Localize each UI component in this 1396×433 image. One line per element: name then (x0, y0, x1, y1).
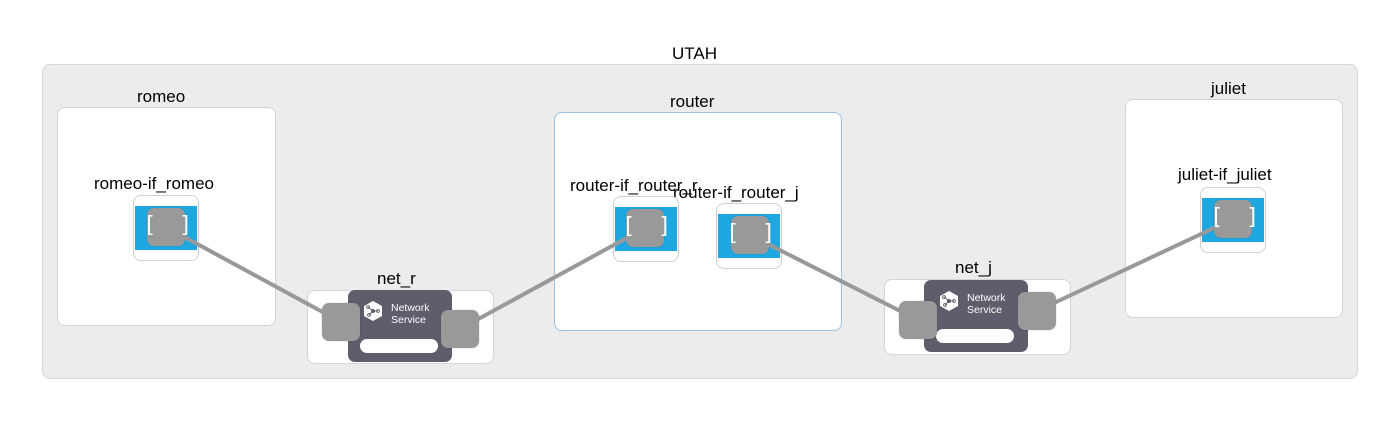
interface-label-romeo: romeo-if_romeo (94, 174, 214, 193)
bracket-right-icon: ] (658, 214, 672, 239)
node-label-router: router (670, 92, 715, 111)
link-net-j-juliet[interactable] (1036, 217, 1234, 313)
bracket-left-icon: [ (143, 213, 157, 238)
network-label-net-j: net_j (955, 258, 992, 277)
network-service-label-2: Service (967, 304, 1003, 316)
network-service-label-2: Service (391, 314, 427, 326)
bracket-right-icon: ] (179, 213, 193, 238)
network-service-net-j[interactable]: Network Service (924, 280, 1028, 352)
bracket-left-icon: [ (726, 221, 740, 246)
bracket-left-icon: [ (1210, 205, 1224, 230)
site-label: UTAH (672, 44, 718, 63)
bracket-left-icon: [ (622, 214, 636, 239)
node-label-romeo: romeo (137, 87, 186, 106)
network-service-bar (360, 339, 438, 353)
network-service-bar (936, 329, 1014, 343)
node-router[interactable] (554, 112, 842, 331)
interface-romeo[interactable] (133, 195, 199, 261)
link-net-r-router[interactable] (459, 226, 646, 331)
interface-label-router-j: router-if_router_j (673, 183, 799, 202)
interface-label-juliet: juliet-if_juliet (1178, 165, 1272, 184)
port-router-r[interactable] (626, 209, 664, 247)
port-juliet[interactable] (1214, 200, 1252, 238)
network-service-net-r[interactable]: Network Service (348, 290, 452, 362)
network-service-icon (940, 291, 958, 311)
port-net-j-left[interactable] (899, 301, 937, 339)
port-net-j-right[interactable] (1018, 292, 1056, 330)
network-label-net-r: net_r (377, 269, 416, 288)
bracket-right-icon: ] (1246, 205, 1260, 230)
network-service-label-1: Network (967, 292, 1006, 304)
network-service-label-1: Network (391, 302, 430, 314)
link-romeo-net-r[interactable] (165, 225, 342, 324)
interface-label-router-r: router-if_router_r (570, 176, 698, 195)
port-romeo[interactable] (147, 208, 185, 246)
port-router-j[interactable] (731, 216, 769, 254)
bracket-right-icon: ] (762, 221, 776, 246)
link-router-net-j[interactable] (749, 233, 919, 322)
network-service-icon (364, 301, 382, 321)
node-label-juliet: juliet (1211, 79, 1246, 98)
port-net-r-right[interactable] (441, 310, 479, 348)
port-net-r-left[interactable] (322, 303, 360, 341)
